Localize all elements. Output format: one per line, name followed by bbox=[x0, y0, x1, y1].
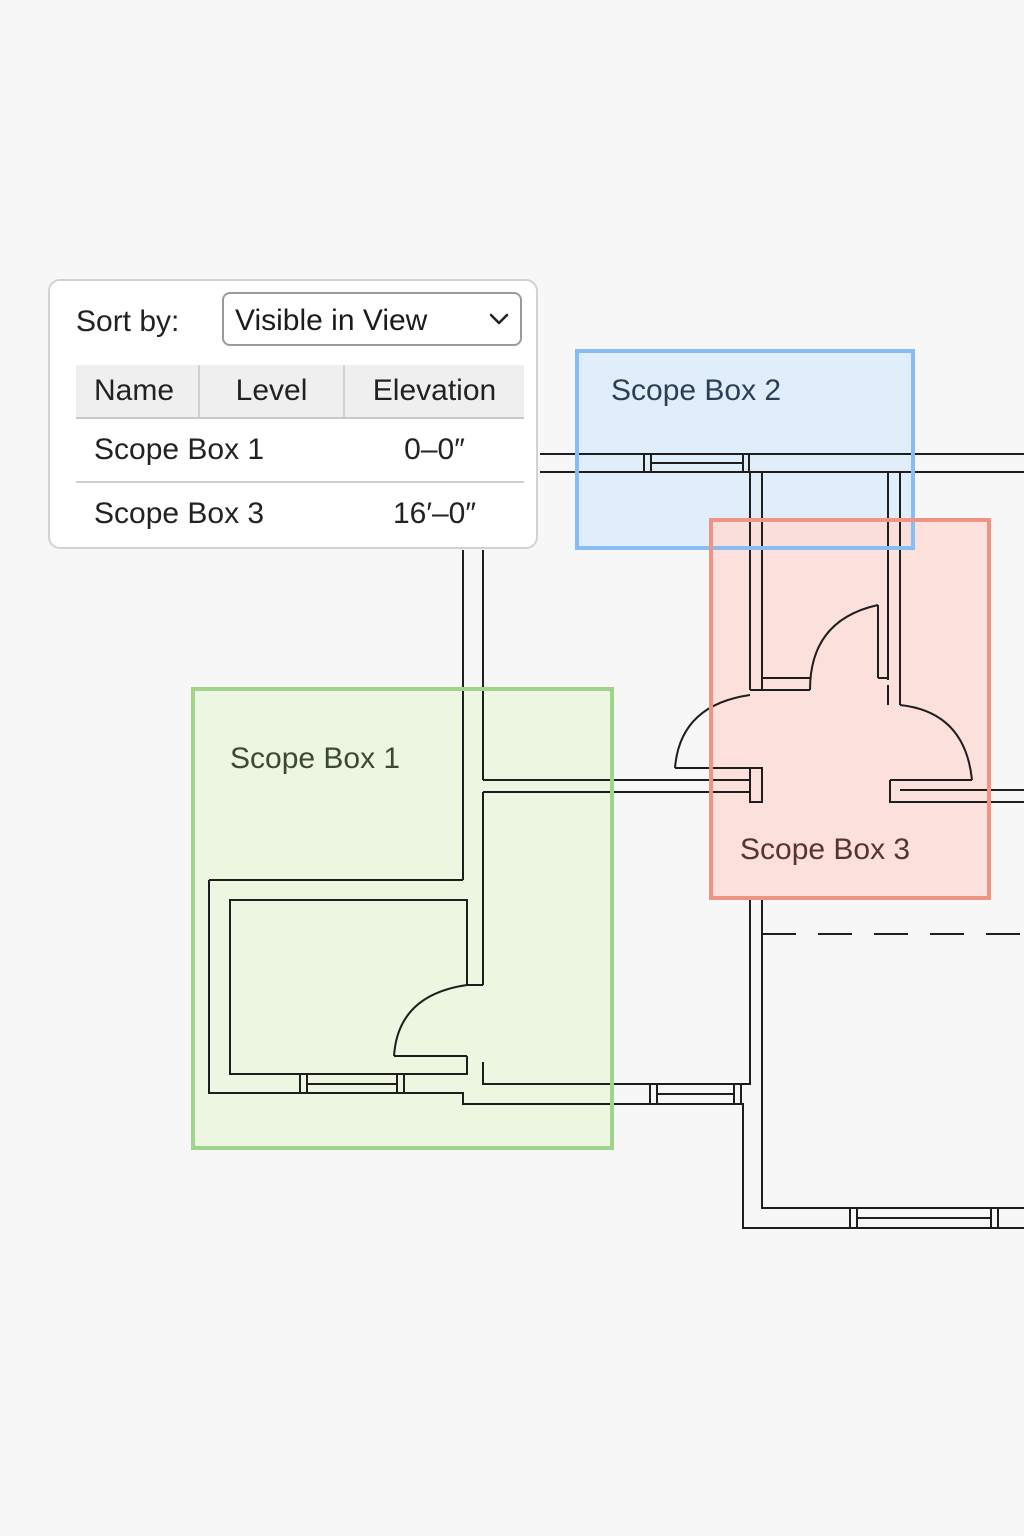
table-row[interactable]: Scope Box 1 0–0″ bbox=[76, 419, 524, 481]
row-elevation: 0–0″ bbox=[404, 433, 465, 466]
row-elevation: 16′–0″ bbox=[393, 497, 476, 530]
row-name: Scope Box 1 bbox=[94, 433, 265, 466]
scope-box-3[interactable] bbox=[711, 520, 989, 898]
column-header-elevation[interactable]: Elevation bbox=[372, 374, 497, 407]
table-row[interactable]: Scope Box 3 16′–0″ bbox=[76, 481, 524, 545]
scope-box-1-outline bbox=[191, 687, 614, 1150]
sort-by-label: Sort by: bbox=[76, 305, 180, 338]
row-name: Scope Box 3 bbox=[94, 497, 265, 530]
scope-box-1-label: Scope Box 1 bbox=[230, 742, 401, 775]
scope-box-2[interactable] bbox=[577, 351, 913, 548]
table-header: Name Level Elevation bbox=[76, 365, 524, 419]
row-level bbox=[200, 483, 345, 545]
row-level bbox=[200, 419, 345, 481]
chevron-down-icon bbox=[489, 313, 509, 325]
sort-by-dropdown[interactable]: Visible in View bbox=[222, 292, 522, 346]
column-header-name[interactable]: Name bbox=[76, 365, 200, 417]
scope-box-3-label: Scope Box 3 bbox=[740, 833, 911, 866]
scope-box-table: Name Level Elevation Scope Box 1 0–0″ Sc… bbox=[76, 365, 524, 545]
column-header-level[interactable]: Level bbox=[200, 365, 345, 417]
plan-walls bbox=[208, 453, 1024, 1229]
scope-box-2-label: Scope Box 2 bbox=[611, 374, 782, 407]
scope-box-3-outline bbox=[709, 518, 991, 900]
scope-box-2-outline bbox=[575, 349, 915, 550]
sort-by-value: Visible in View bbox=[235, 304, 428, 337]
scope-box-1[interactable] bbox=[193, 689, 612, 1148]
scope-box-list-panel: Sort by: Visible in View Name Level Elev… bbox=[48, 279, 538, 549]
